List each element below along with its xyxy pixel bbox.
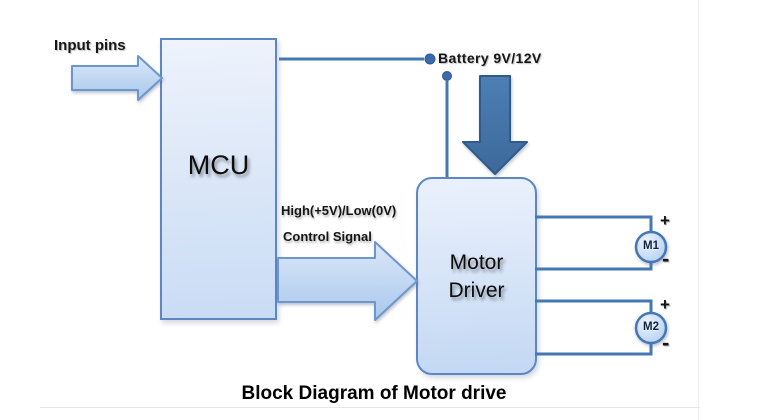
motor2-id: M2 [643,321,659,333]
motor1-positive-terminal: + [660,211,670,230]
motor1-wires [535,215,653,271]
input-arrow [71,55,163,101]
battery-label: Battery 9V/12V [438,50,542,66]
motor-driver-block [416,177,537,375]
motor-driver-label-line1: Motor [449,251,504,274]
signal-name-label: Control Signal [283,229,372,244]
motor2-positive-terminal: + [660,295,670,314]
signal-levels-label: High(+5V)/Low(0V) [281,203,397,218]
motor2-negative-terminal: - [662,330,670,355]
battery-node [424,53,436,65]
diagram-title: Block Diagram of Motor drive [241,383,507,404]
battery-feed-node [442,71,452,81]
motor-driver-label: Motor Driver [416,249,537,305]
mcu-label: MCU [187,150,250,180]
power-down-arrow [462,75,528,175]
background-gridline-horizontal [40,407,700,408]
input-pins-label: Input pins [54,37,126,54]
motor1-id: M1 [643,240,659,252]
motor1-negative-terminal: - [662,246,670,271]
motor-driver-label-line2: Driver [448,279,505,302]
background-gridline-vertical [698,0,699,420]
motor2-wires [535,299,653,356]
control-signal-arrow [277,241,418,321]
mcu-block [160,38,277,320]
